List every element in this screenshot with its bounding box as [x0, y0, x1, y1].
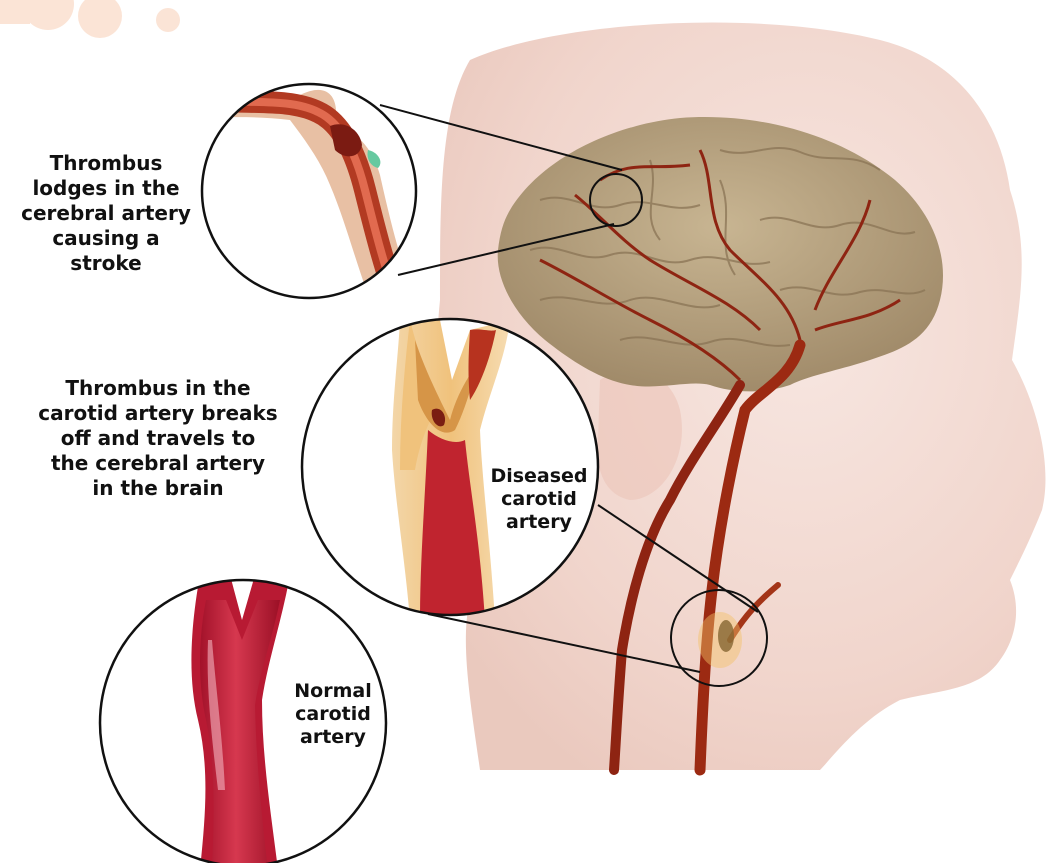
label-line: artery: [482, 511, 596, 534]
label-line: carotid: [482, 488, 596, 511]
label-line: Diseased: [482, 465, 596, 488]
label-thrombus-lodges: Thrombus lodges in the cerebral artery c…: [0, 151, 212, 276]
label-line: the cerebral artery: [8, 451, 308, 476]
label-line: causing a: [0, 226, 212, 251]
label-line: Thrombus in the: [8, 376, 308, 401]
label-line: carotid: [282, 703, 384, 726]
label-line: Thrombus: [0, 151, 212, 176]
label-line: in the brain: [8, 476, 308, 501]
label-line: artery: [282, 726, 384, 749]
label-line: carotid artery breaks: [8, 401, 308, 426]
label-thrombus-breaks-off: Thrombus in the carotid artery breaks of…: [8, 376, 308, 501]
label-line: lodges in the: [0, 176, 212, 201]
label-line: Normal: [282, 680, 384, 703]
label-line: stroke: [0, 251, 212, 276]
label-normal-carotid: Normal carotid artery: [282, 680, 384, 749]
magnified-cerebral-artery: [200, 84, 416, 310]
label-line: cerebral artery: [0, 201, 212, 226]
label-line: off and travels to: [8, 426, 308, 451]
label-diseased-carotid: Diseased carotid artery: [482, 465, 596, 534]
corner-decoration: [0, 0, 180, 38]
plaque-glow: [698, 612, 742, 668]
